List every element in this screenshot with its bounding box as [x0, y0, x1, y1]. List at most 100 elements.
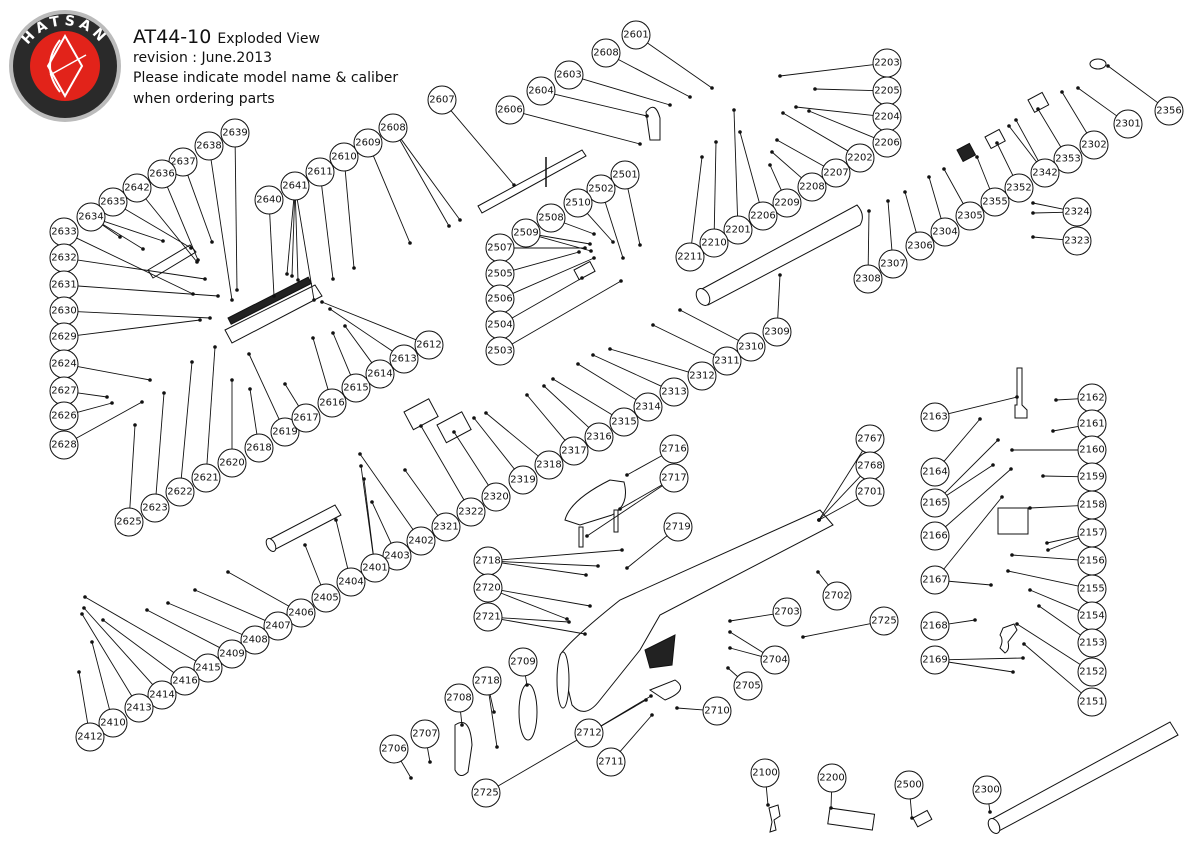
part-marker-2702	[816, 570, 820, 574]
leader-line-2623	[155, 392, 165, 495]
callout-circle	[1077, 628, 1107, 658]
part-number: 2716	[661, 444, 686, 455]
part-marker-2404	[334, 518, 338, 522]
callout-circle	[122, 173, 152, 203]
leader-line-2721	[501, 617, 570, 623]
part-marker-2306	[903, 190, 907, 194]
part-number: 2153	[1079, 638, 1104, 649]
leader-line-2630	[77, 311, 211, 319]
part-number: 2603	[556, 70, 581, 81]
leader-line-2625	[129, 424, 136, 509]
part-callout-2413: 2413	[124, 693, 154, 723]
callout-circle	[360, 553, 390, 583]
callout-circle	[955, 201, 985, 231]
part-marker-2401	[362, 477, 366, 481]
part-marker-2322	[419, 424, 423, 428]
part-callout-2401: 2401	[360, 553, 390, 583]
part-marker-2342	[1014, 118, 1018, 122]
part-marker-2168	[973, 618, 977, 622]
part-number: 2502	[588, 184, 613, 195]
part-number: 2622	[167, 487, 192, 498]
part-marker-2708	[460, 723, 464, 727]
leader-line-2322	[420, 425, 465, 501]
part-number: 2206	[750, 211, 775, 222]
part-marker-2407	[193, 588, 197, 592]
part-number: 2702	[824, 591, 849, 602]
part-number: 2169	[922, 655, 947, 666]
part-marker-2165	[996, 438, 1000, 442]
part-marker-2616	[311, 336, 315, 340]
part-callout-2311: 2311	[712, 346, 742, 376]
part-marker-2611	[331, 277, 335, 281]
callout-circle	[508, 647, 538, 677]
callout-circle	[114, 507, 144, 537]
part-callout-2716: 2716	[659, 434, 689, 464]
part-number: 2402	[408, 536, 433, 547]
part-callout-2640: 2640	[254, 185, 284, 215]
part-marker-2614	[343, 324, 347, 328]
callout-circle	[894, 770, 924, 800]
part-callout-2167: 2167	[920, 565, 950, 595]
part-callout-2506: 2506	[485, 284, 515, 314]
part-number: 2161	[1079, 419, 1104, 430]
leader-line-2200	[830, 791, 832, 809]
part-marker-2640	[272, 294, 276, 298]
callout-circle	[291, 403, 321, 433]
leader-line-2320	[453, 431, 489, 486]
part-marker-2161	[1051, 429, 1055, 433]
leader-line-2719	[626, 535, 668, 569]
part-number: 2207	[823, 168, 848, 179]
part-marker-2352	[995, 141, 999, 145]
part-number: 2606	[497, 105, 522, 116]
leader-line-2324	[1032, 211, 1064, 214]
callout-circle	[1079, 130, 1109, 160]
part-number: 2307	[880, 259, 905, 270]
part-callout-2612: 2612	[414, 330, 444, 360]
leader-line-2638	[210, 159, 233, 301]
part-marker-2211	[700, 155, 704, 159]
part-marker-2151	[1022, 642, 1026, 646]
leader-line-2503	[511, 280, 622, 345]
part-marker-2314	[576, 362, 580, 366]
part-number: 2412	[77, 732, 102, 743]
callout-circle	[508, 465, 538, 495]
part-marker-2505	[577, 250, 581, 254]
part-number: 2638	[196, 141, 221, 152]
part-callout-2319: 2319	[508, 465, 538, 495]
part-number: 2209	[774, 198, 799, 209]
leader-line-2407	[194, 589, 266, 621]
leader-line-2767	[818, 450, 863, 521]
part-marker-2158	[1028, 506, 1032, 510]
part-number: 2626	[51, 411, 76, 422]
callout-circle	[378, 113, 408, 143]
part-callout-2323: 2323	[1062, 226, 1092, 256]
part-marker-2619	[247, 352, 251, 356]
callout-circle	[193, 653, 223, 683]
part-callout-2402: 2402	[406, 526, 436, 556]
part-marker-2707	[428, 760, 432, 764]
part-marker-2154	[1028, 588, 1032, 592]
leader-line-2413	[81, 613, 133, 697]
part-callout-2706: 2706	[379, 734, 409, 764]
callout-circle	[311, 583, 341, 613]
part-callout-2353: 2353	[1053, 144, 1083, 174]
part-callout-2613: 2613	[389, 344, 419, 374]
part-number: 2409	[219, 649, 244, 660]
part-number: 2629	[51, 332, 76, 343]
part-number: 2609	[355, 138, 380, 149]
part-marker-2318	[484, 411, 488, 415]
part-callout-2408: 2408	[240, 625, 270, 655]
part-marker-2704	[728, 646, 732, 650]
part-callout-2310: 2310	[736, 332, 766, 362]
part-number: 2636	[149, 169, 174, 180]
part-callout-2725: 2725	[471, 778, 501, 808]
part-callout-2302: 2302	[1079, 130, 1109, 160]
part-callout-2638: 2638	[194, 131, 224, 161]
callout-circle	[485, 336, 515, 366]
part-number: 2615	[343, 383, 368, 394]
leader-line-2641	[291, 199, 295, 277]
part-marker-2603	[668, 103, 672, 107]
callout-circle	[772, 188, 802, 218]
part-marker-2210	[714, 140, 718, 144]
part-marker-2709	[525, 683, 529, 687]
